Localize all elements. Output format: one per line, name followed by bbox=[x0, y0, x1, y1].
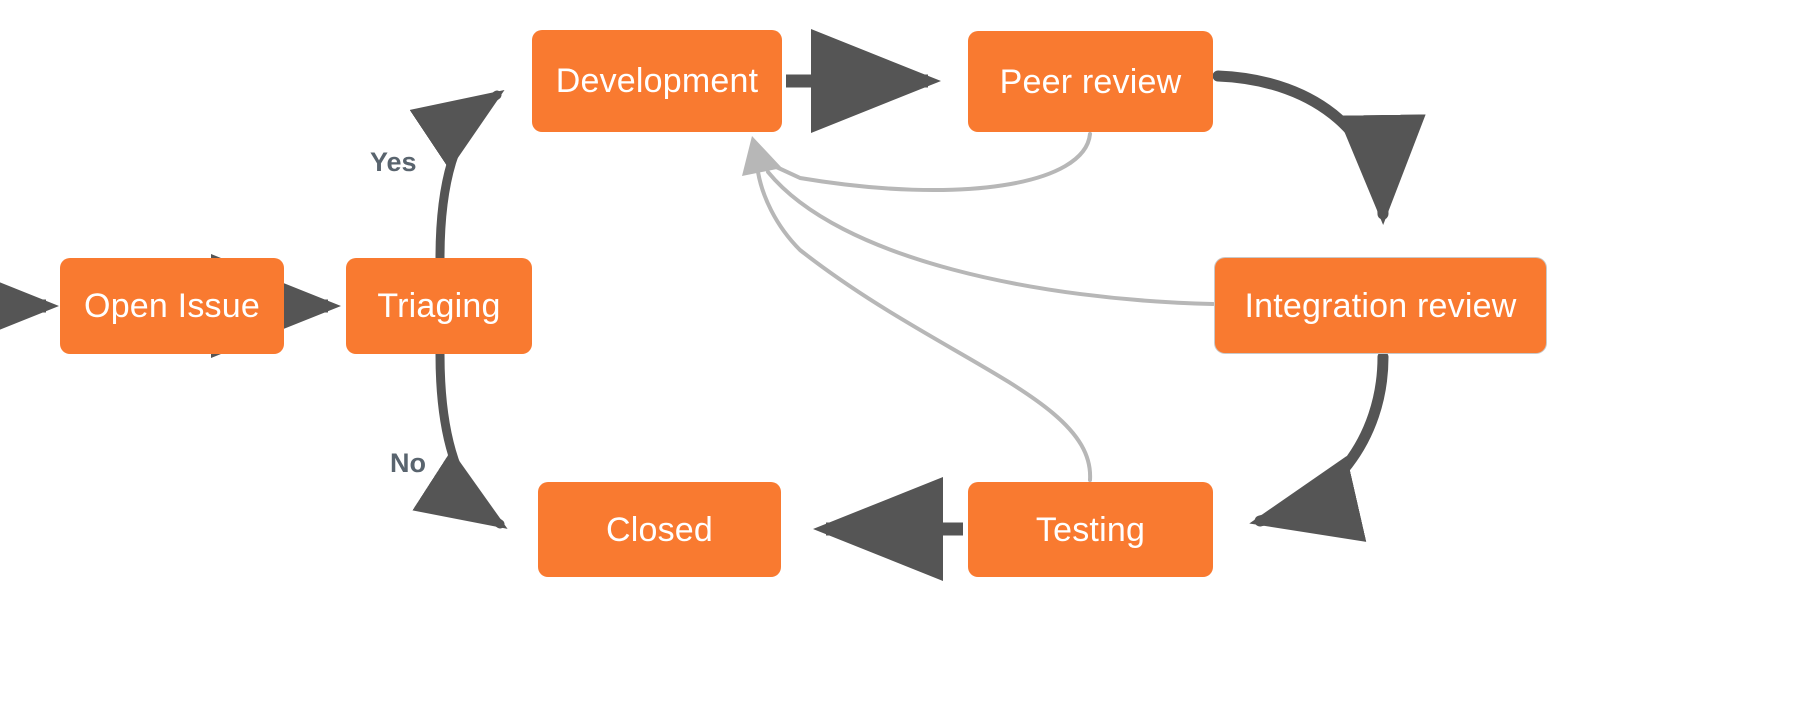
edge-triaging-to-closed bbox=[412, 349, 508, 529]
node-testing[interactable]: Testing bbox=[968, 482, 1213, 577]
edge-label-yes: Yes bbox=[370, 147, 417, 177]
node-development[interactable]: Development bbox=[532, 30, 782, 132]
edge-integration-to-development bbox=[766, 170, 1215, 306]
node-label: Testing bbox=[1035, 510, 1146, 549]
node-open-issue[interactable]: Open Issue bbox=[60, 258, 284, 354]
node-integration-review[interactable]: Integration review bbox=[1215, 258, 1546, 353]
node-peer-review[interactable]: Peer review bbox=[968, 31, 1213, 132]
node-label: Development bbox=[555, 62, 759, 100]
node-closed[interactable]: Closed bbox=[538, 482, 781, 577]
node-label: Closed bbox=[605, 510, 714, 549]
edge-integration-to-testing bbox=[1249, 351, 1389, 542]
node-label: Integration review bbox=[1244, 286, 1517, 325]
edge-peer-review-to-integration bbox=[1212, 70, 1426, 225]
edge-label-no: No bbox=[390, 448, 426, 478]
node-label: Open Issue bbox=[84, 287, 260, 325]
node-triaging[interactable]: Triaging bbox=[346, 258, 532, 354]
edge-triaging-to-development bbox=[409, 90, 505, 263]
node-label: Triaging bbox=[377, 287, 501, 325]
edge-testing-to-development bbox=[756, 170, 1093, 482]
node-label: Peer review bbox=[999, 62, 1182, 101]
edge-peer-review-to-development bbox=[770, 132, 1092, 193]
rework-arrowhead-icon bbox=[742, 136, 782, 176]
